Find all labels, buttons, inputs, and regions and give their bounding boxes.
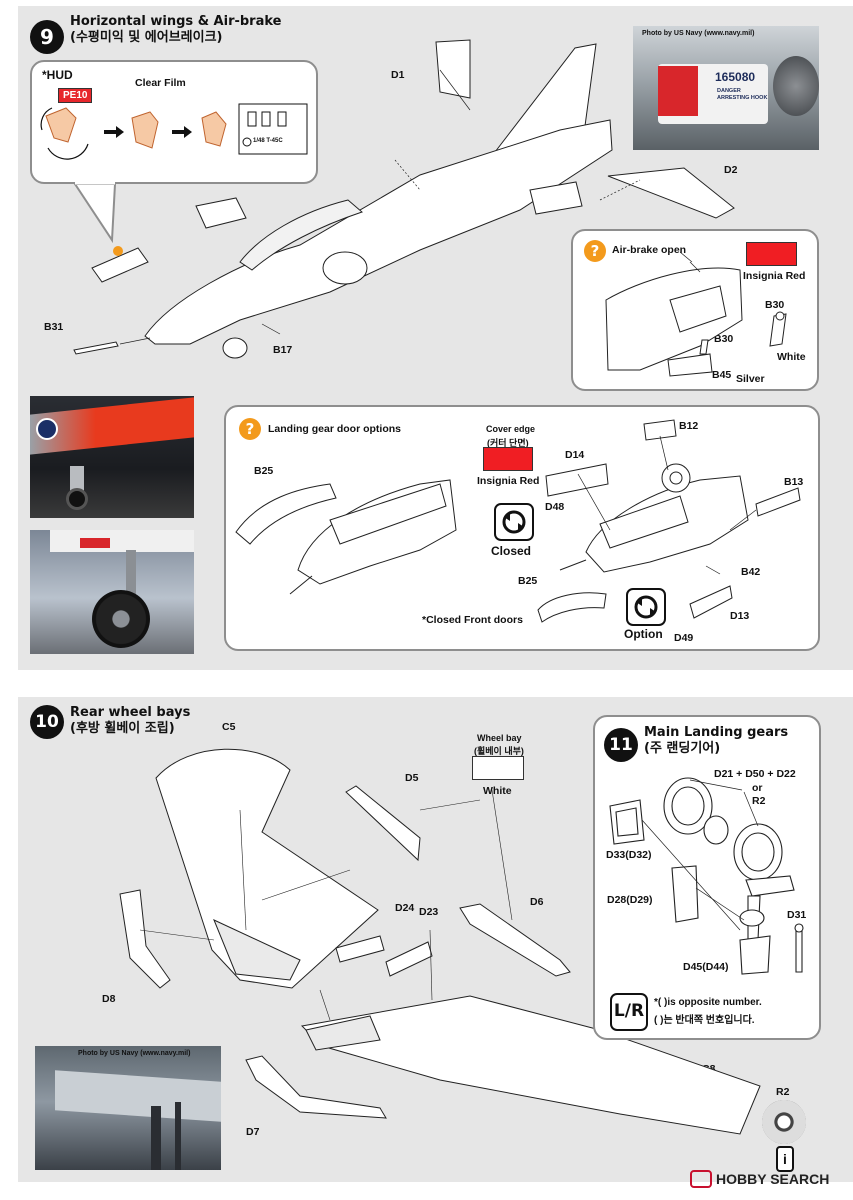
part-d28: D28(D29)	[607, 894, 653, 906]
step11-note-en: *( )is opposite number.	[654, 997, 762, 1008]
wheel-bay-label-kr: (휠베이 내부)	[474, 746, 524, 756]
part-d7: D7	[246, 1126, 260, 1138]
gear-door-title: Landing gear door options	[268, 423, 401, 435]
hud-title: *HUD	[42, 68, 73, 82]
wheel-bay-color-label: White	[483, 785, 512, 797]
part-d31: D31	[787, 909, 807, 921]
navy-photo-gear-1	[30, 396, 194, 518]
step11-or: or	[752, 782, 763, 794]
part-d5: D5	[405, 772, 419, 784]
step11-note-kr: ( )는 반대쪽 번호입니다.	[654, 1015, 755, 1026]
part-d24: D24	[395, 902, 415, 914]
hobby-search-logo-icon	[690, 1170, 712, 1188]
left-right-icon: L/R	[610, 993, 648, 1031]
cover-edge-label-kr: (커터 단면)	[487, 438, 529, 448]
option-label: Option	[624, 627, 663, 641]
decal-scale-text: 1/48 T-45C	[253, 138, 283, 144]
r2-label: R2	[776, 1086, 790, 1098]
step9-number: 9	[30, 20, 64, 54]
airbrake-white-label: White	[777, 351, 806, 363]
part-d1: D1	[391, 69, 405, 81]
part-d13: D13	[730, 610, 750, 622]
step11-r2: R2	[752, 795, 766, 807]
step10-title: Rear wheel bays (후방 휠베이 조립)	[70, 705, 191, 736]
wheel-bay-label: Wheel bay	[477, 733, 522, 743]
step11-number: 11	[604, 728, 638, 762]
airbrake-question-icon: ?	[584, 240, 606, 262]
clear-film-label: Clear Film	[135, 77, 186, 89]
pe-badge: PE10	[58, 88, 93, 103]
part-d48: D48	[545, 501, 565, 513]
r2-wheel-icon	[762, 1100, 806, 1144]
closed-front-doors-label: *Closed Front doors	[422, 614, 523, 626]
airbrake-color-label: Insignia Red	[743, 270, 806, 282]
r2-indicator-icon: i	[776, 1146, 794, 1172]
part-d2: D2	[724, 164, 738, 176]
photo-credit-bottom: Photo by US Navy (www.navy.mil)	[78, 1050, 191, 1057]
gear-door-question-icon: ?	[239, 418, 261, 440]
part-b31: B31	[44, 321, 64, 333]
cover-edge-swatch	[483, 447, 533, 471]
airbrake-b45: B45	[712, 369, 732, 381]
part-d23: D23	[419, 906, 439, 918]
part-b17: B17	[273, 344, 293, 356]
airbrake-title: Air-brake open	[612, 244, 687, 256]
part-d33: D33(D32)	[606, 849, 652, 861]
part-d6: D6	[530, 896, 544, 908]
part-d45: D45(D44)	[683, 961, 729, 973]
step9-title: Horizontal wings & Air-brake (수평미익 및 에어브…	[70, 14, 282, 45]
airbrake-color-swatch	[746, 242, 797, 266]
part-b42: B42	[741, 566, 761, 578]
part-d14: D14	[565, 449, 585, 461]
cover-edge-color-label: Insignia Red	[477, 475, 540, 487]
photo-credit-top: Photo by US Navy (www.navy.mil)	[642, 30, 755, 37]
airbrake-b30-top: B30	[765, 299, 785, 311]
wheel-bay-swatch	[472, 756, 524, 780]
part-d8: D8	[102, 993, 116, 1005]
part-b12: B12	[679, 420, 699, 432]
gear-door-b25-bottom: B25	[518, 575, 538, 587]
navy-photo-gear-2	[30, 530, 194, 654]
step10-number: 10	[30, 705, 64, 739]
airbrake-b30: B30	[714, 333, 734, 345]
option-rotate-icon	[626, 588, 666, 626]
step11-title: Main Landing gears (주 랜딩기어)	[644, 725, 789, 756]
step11-wheel-formula: D21 + D50 + D22	[714, 768, 796, 780]
airbrake-silver-label: Silver	[736, 373, 765, 385]
part-b13: B13	[784, 476, 804, 488]
navy-photo-tail: 165080 DANGER ARRESTING HOOK	[633, 26, 819, 150]
closed-label: Closed	[491, 544, 532, 558]
closed-rotate-icon	[494, 503, 534, 541]
watermark-text: HOBBY SEARCH	[716, 1171, 830, 1187]
part-d49: D49	[674, 632, 694, 644]
navy-photo-wheel-bay	[35, 1046, 221, 1170]
gear-door-b25: B25	[254, 465, 274, 477]
hud-assembly-drawing	[40, 103, 308, 160]
part-c5: C5	[222, 721, 236, 733]
cover-edge-label: Cover edge	[486, 424, 536, 434]
photo-danger-text: DANGER ARRESTING HOOK	[717, 88, 768, 101]
photo-aircraft-number: 165080	[715, 70, 756, 84]
